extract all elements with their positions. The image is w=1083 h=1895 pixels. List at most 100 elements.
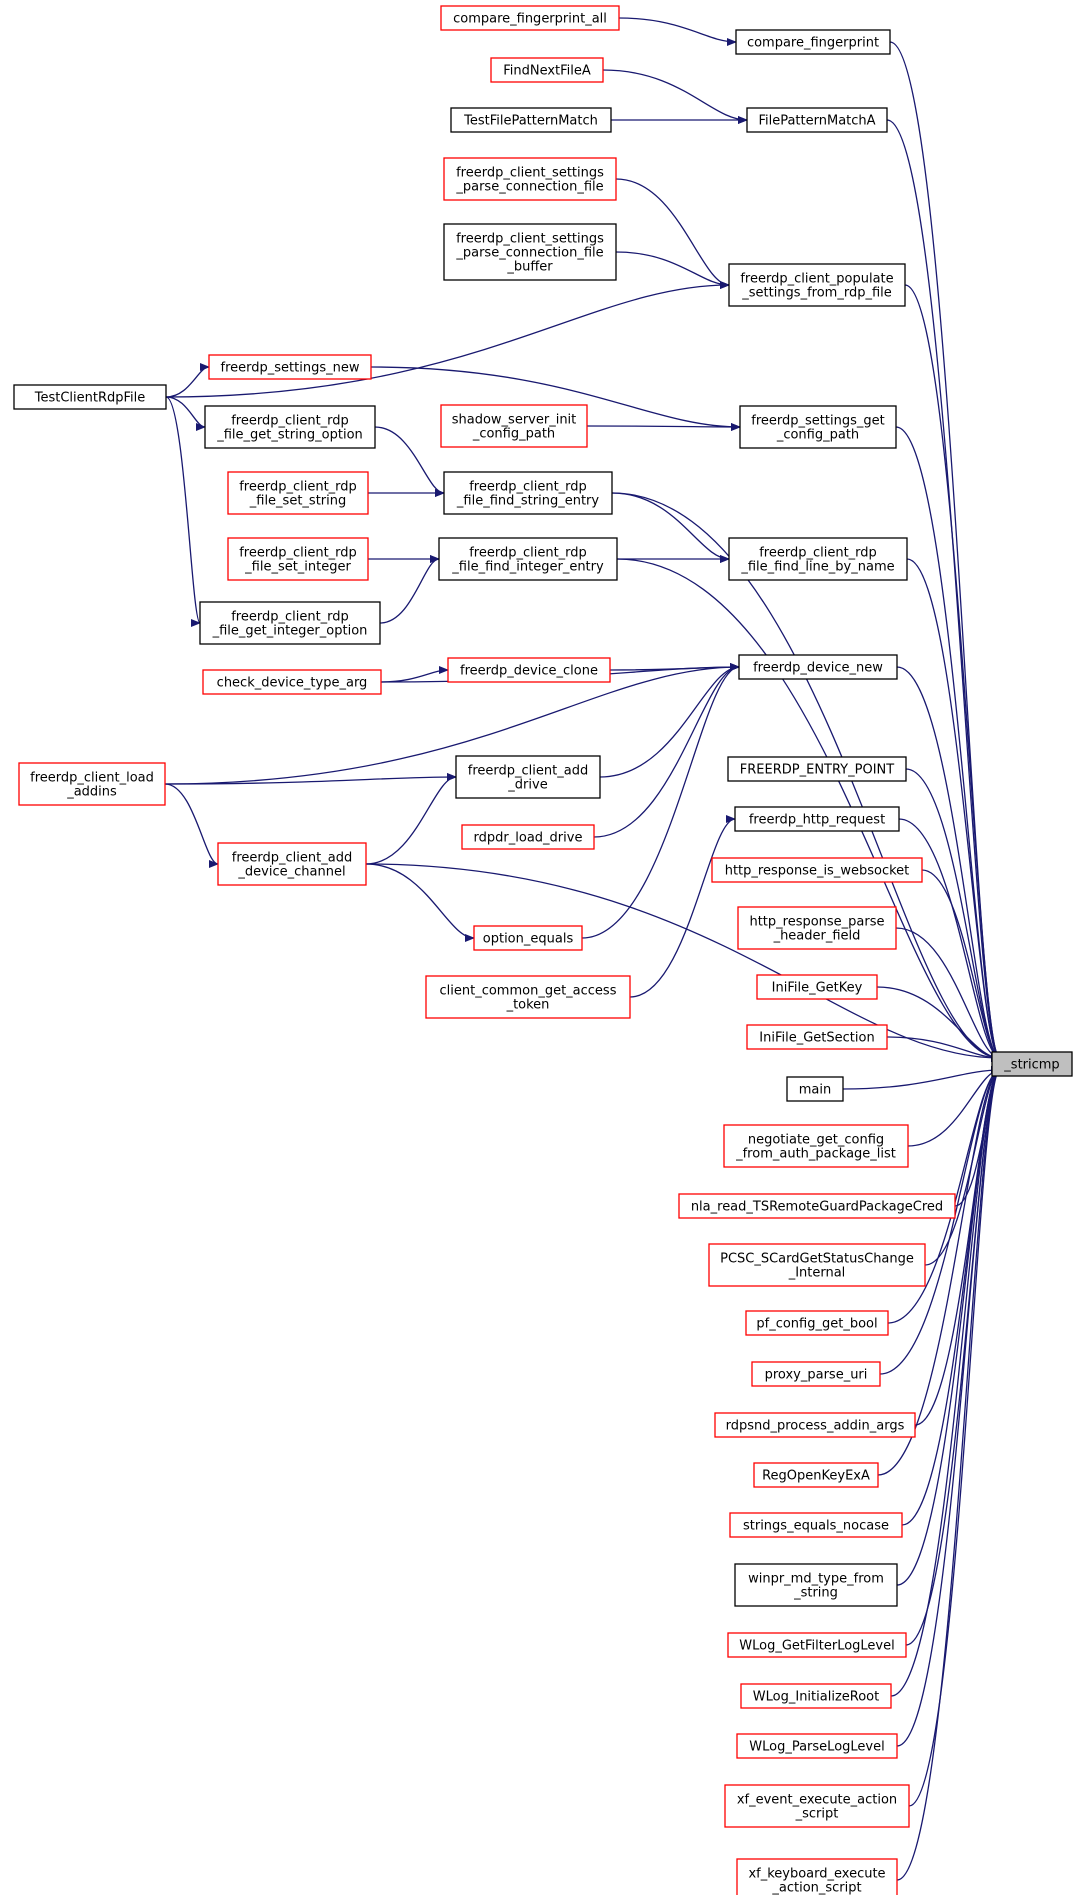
node-label-line: strings_equals_nocase [743,1519,889,1534]
node-IniFile_GetSection[interactable]: IniFile_GetSection [746,1024,888,1050]
node-find_string_entry[interactable]: freerdp_client_rdp_file_find_string_entr… [443,471,613,515]
node-IniFile_GetKey[interactable]: IniFile_GetKey [756,974,878,1000]
node-shadow_server_init[interactable]: shadow_server_init_config_path [440,404,588,448]
node-compare_fingerprint[interactable]: compare_fingerprint [735,29,891,55]
node-label-line: RegOpenKeyExA [762,1469,870,1484]
edge-TestClientRdpFile-to-populate_settings [165,281,730,398]
node-WLog_ParseLogLevel[interactable]: WLog_ParseLogLevel [736,1733,898,1759]
node-label-line: rdpdr_load_drive [474,831,583,846]
node-box [753,1462,879,1488]
node-RegOpenKeyExA[interactable]: RegOpenKeyExA [753,1462,879,1488]
node-box [729,1512,903,1538]
node-freerdp_device_clone[interactable]: freerdp_device_clone [447,657,611,683]
edge-client_add_device_channel-to-option_equals [365,863,475,942]
node-label-line: freerdp_http_request [749,813,885,828]
node-stricmp[interactable]: _stricmp [991,1051,1073,1077]
node-FilePatternMatchA[interactable]: FilePatternMatchA [746,107,888,133]
node-box [714,1412,916,1438]
node-freerdp_settings_new[interactable]: freerdp_settings_new [208,354,372,380]
node-label-line: rdpsnd_process_addin_args [726,1419,905,1434]
node-main[interactable]: main [786,1076,844,1102]
node-option_equals[interactable]: option_equals [473,925,583,951]
node-find_integer_entry[interactable]: freerdp_client_rdp_file_find_integer_ent… [438,537,618,581]
node-rdpsnd_process_addin_args[interactable]: rdpsnd_process_addin_args [714,1412,916,1438]
node-strings_equals_nocase[interactable]: strings_equals_nocase [729,1512,903,1538]
node-label-line: shadow_server_init [452,413,577,428]
node-box [447,657,611,683]
node-box [708,1243,926,1287]
node-label-line: _stricmp [1003,1058,1059,1073]
node-WLog_InitializeRoot[interactable]: WLog_InitializeRoot [740,1683,892,1709]
node-find_line_by_name[interactable]: freerdp_client_rdp_file_find_line_by_nam… [728,537,908,581]
node-proxy_parse_uri[interactable]: proxy_parse_uri [751,1361,881,1387]
node-box [473,925,583,951]
node-label-line: FREERDP_ENTRY_POINT [740,763,894,778]
node-TestFilePatternMatch[interactable]: TestFilePatternMatch [450,107,612,133]
edge-get_integer_option-to-find_integer_entry [379,555,440,624]
edge-TestClientRdpFile-to-freerdp_settings_new [165,363,210,398]
edge-shadow_server_init-to-settings_get_config_path [586,422,741,431]
node-http_response_parse_header[interactable]: http_response_parse_header_field [737,906,897,950]
edge-WLog_InitializeRoot-to-stricmp [890,1066,1001,1697]
edge-FindNextFileA-to-FilePatternMatchA [602,69,748,124]
node-label-line: PCSC_SCardGetStatusChange [720,1252,914,1267]
node-TestClientRdpFile[interactable]: TestClientRdpFile [13,384,167,410]
node-nla_read[interactable]: nla_read_TSRemoteGuardPackageCred [678,1193,956,1219]
node-xf_event_execute_action_script[interactable]: xf_event_execute_action_script [724,1784,910,1828]
node-client_common_get_access_token[interactable]: client_common_get_access_token [425,975,631,1019]
node-label-line: TestClientRdpFile [34,391,146,406]
node-box [217,842,367,886]
node-PCSC_SCardGetStatusChange[interactable]: PCSC_SCardGetStatusChange_Internal [708,1243,926,1287]
node-label-line: winpr_md_type_from [748,1572,884,1587]
edge-client_load_addins-to-client_add_device_channel [164,783,219,868]
node-label-line: freerdp_client_add [232,851,352,866]
node-client_add_drive[interactable]: freerdp_client_add_drive [455,755,601,799]
node-label-line: freerdp_client_rdp [239,480,357,495]
node-get_string_option[interactable]: freerdp_client_rdp_file_get_string_optio… [204,405,376,449]
node-settings_get_config_path[interactable]: freerdp_settings_get_config_path [739,405,897,449]
node-client_load_addins[interactable]: freerdp_client_load_addins [18,762,166,806]
edge-IniFile_GetSection-to-stricmp [886,1036,1001,1062]
node-box [455,755,601,799]
node-client_add_device_channel[interactable]: freerdp_client_add_device_channel [217,842,367,886]
node-box [734,1563,898,1607]
node-settings_parse_file[interactable]: freerdp_client_settings_parse_connection… [443,157,617,201]
node-box [739,405,897,449]
node-check_device_type_arg[interactable]: check_device_type_arg [202,669,382,695]
node-set_string[interactable]: freerdp_client_rdp_file_set_string [227,471,369,515]
node-box [461,824,595,850]
node-FindNextFileA[interactable]: FindNextFileA [490,57,604,83]
node-freerdp_http_request[interactable]: freerdp_http_request [734,806,900,832]
node-rdpdr_load_drive[interactable]: rdpdr_load_drive [461,824,595,850]
node-box [425,975,631,1019]
node-label-line: _Internal [788,1266,846,1281]
node-http_response_is_websocket[interactable]: http_response_is_websocket [711,857,923,883]
node-label-line: _script [795,1807,839,1822]
node-label-line: _drive [507,778,547,793]
node-WLog_GetFilterLogLevel[interactable]: WLog_GetFilterLogLevel [727,1632,907,1658]
node-winpr_md_type_from_string[interactable]: winpr_md_type_from_string [734,1563,898,1607]
node-freerdp_device_new[interactable]: freerdp_device_new [738,654,898,680]
node-get_integer_option[interactable]: freerdp_client_rdp_file_get_integer_opti… [199,601,381,645]
node-box [490,57,604,83]
node-set_integer[interactable]: freerdp_client_rdp_file_set_integer [227,537,369,581]
node-FREERDP_ENTRY_POINT[interactable]: FREERDP_ENTRY_POINT [727,756,907,782]
node-pf_config_get_bool[interactable]: pf_config_get_bool [745,1310,889,1336]
node-label-line: _addins [66,785,117,800]
node-xf_keyboard_execute_action_script[interactable]: xf_keyboard_execute_action_script [736,1858,898,1895]
node-box [443,223,617,281]
node-populate_settings[interactable]: freerdp_client_populate_settings_from_rd… [728,263,906,307]
node-label-line: _from_auth_package_list [735,1147,896,1162]
node-negotiate_get_config[interactable]: negotiate_get_config_from_auth_package_l… [723,1124,909,1168]
node-label-line: _device_channel [237,865,345,880]
node-settings_parse_buffer[interactable]: freerdp_client_settings_parse_connection… [443,223,617,281]
node-label-line: freerdp_client_settings [456,232,604,247]
node-box [746,1024,888,1050]
node-box [227,537,369,581]
edge-freerdp_settings_new-to-settings_get_config_path [370,366,741,431]
node-compare_fingerprint_all[interactable]: compare_fingerprint_all [440,5,620,31]
node-label-line: _config_path [472,427,555,442]
node-label-line: freerdp_device_new [753,661,883,676]
node-label-line: compare_fingerprint [747,36,879,51]
